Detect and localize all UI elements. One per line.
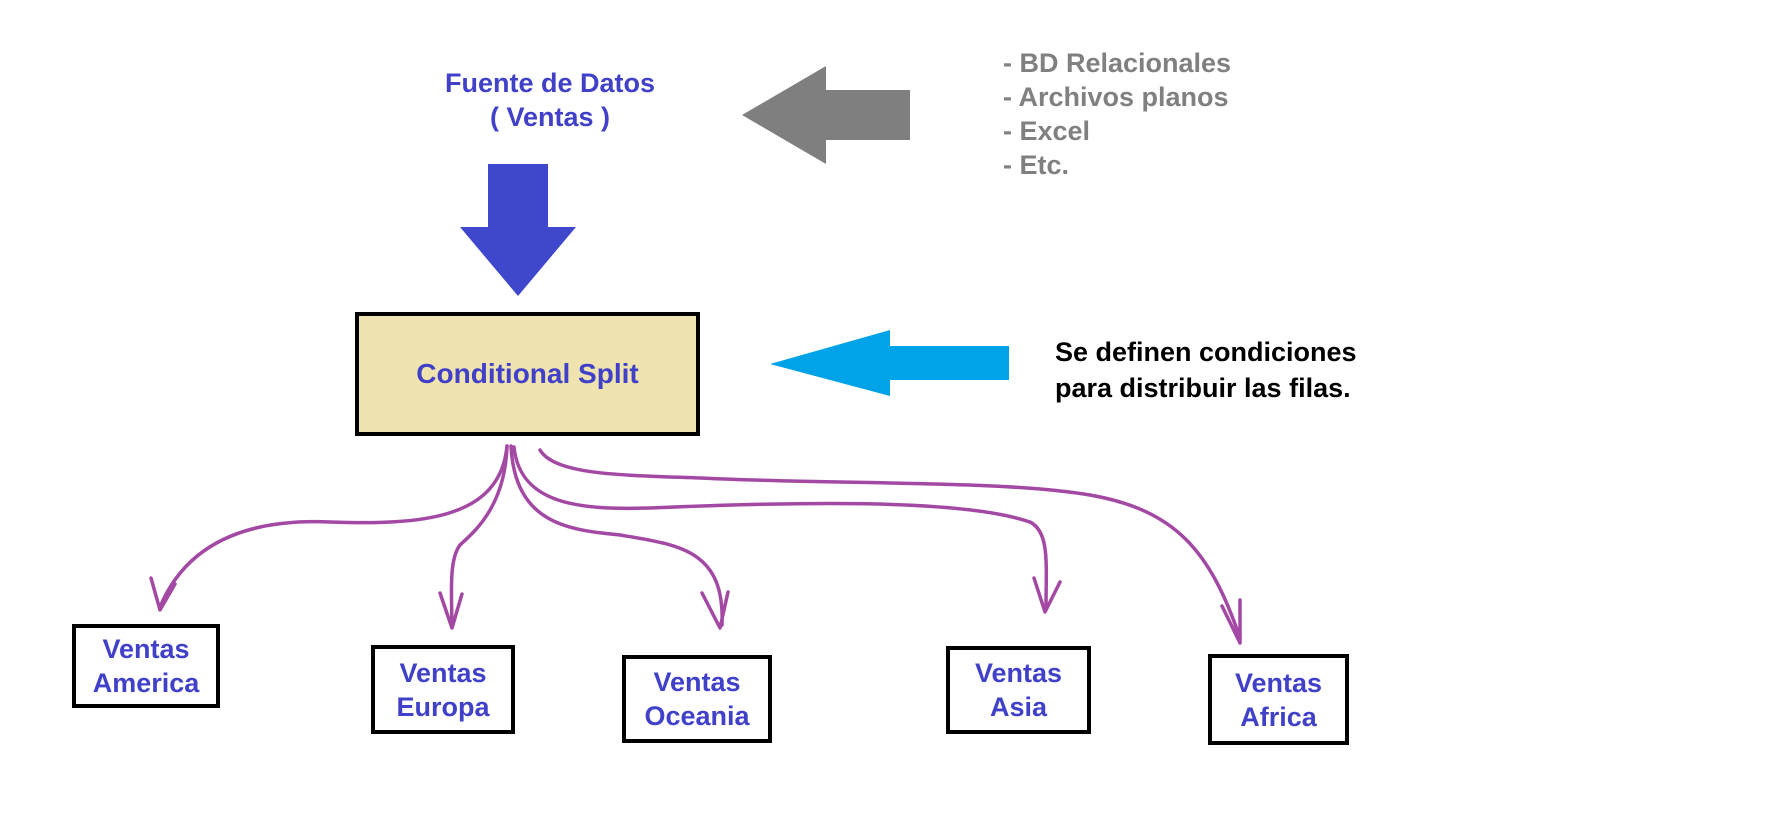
output-label-europa: Ventas Europa xyxy=(396,657,490,722)
output-box-europa: Ventas Europa xyxy=(371,645,515,734)
split-description-note: Se definen condiciones para distribuir l… xyxy=(1055,337,1357,403)
connector-oceania-head xyxy=(700,590,730,630)
gray-left-arrow xyxy=(742,66,910,164)
connector-america xyxy=(158,444,509,609)
output-box-oceania: Ventas Oceania xyxy=(622,655,772,743)
output-box-africa: Ventas Africa xyxy=(1208,654,1349,745)
connector-america-head xyxy=(149,576,177,612)
source-type-item: - Excel xyxy=(1003,116,1091,146)
output-label-asia: Ventas Asia xyxy=(974,658,1063,722)
source-type-item: - Archivos planos xyxy=(1003,82,1229,112)
connector-oceania xyxy=(509,444,724,627)
conditional-split-box: Conditional Split xyxy=(355,312,700,436)
output-label-america: Ventas America xyxy=(92,634,200,698)
output-label-oceania: Ventas Oceania xyxy=(644,667,750,731)
connectors xyxy=(149,444,1242,645)
connector-europa-head xyxy=(438,591,464,630)
connector-africa-head xyxy=(1220,598,1242,645)
source-types-list: - BD Relacionales - Archivos planos - Ex… xyxy=(1003,46,1231,182)
cyan-left-arrow xyxy=(770,330,1009,396)
output-box-asia: Ventas Asia xyxy=(946,646,1091,734)
source-type-item: - BD Relacionales xyxy=(1003,48,1232,78)
connector-asia xyxy=(512,445,1049,610)
data-source-title: Fuente de Datos ( Ventas ) xyxy=(444,68,656,132)
connector-asia-head xyxy=(1032,576,1062,614)
output-label-africa: Ventas Africa xyxy=(1234,667,1323,732)
conditional-split-label: Conditional Split xyxy=(416,358,639,389)
source-type-item: - Etc. xyxy=(1003,150,1070,180)
connector-africa xyxy=(538,448,1242,640)
output-box-america: Ventas America xyxy=(72,624,220,708)
connector-europa xyxy=(449,444,509,627)
blue-down-arrow xyxy=(460,164,576,296)
